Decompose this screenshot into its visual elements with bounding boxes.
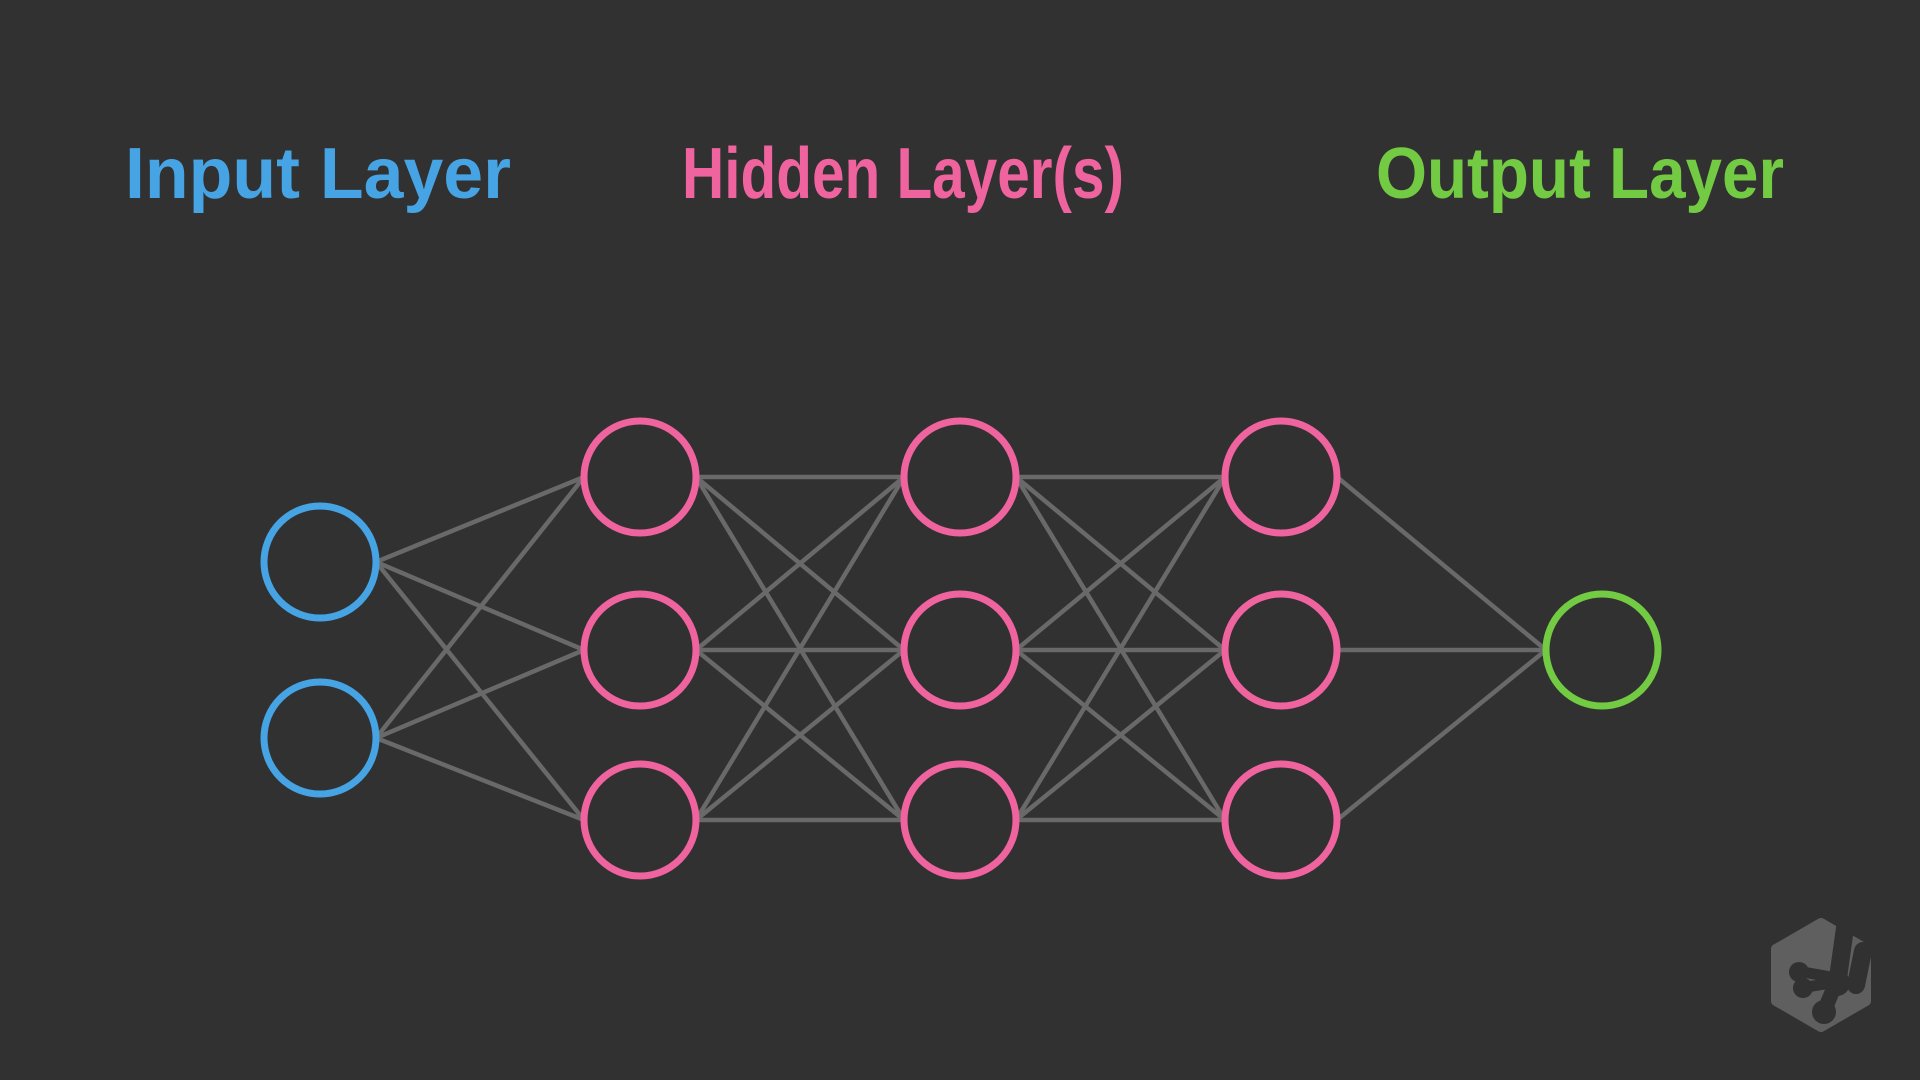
hidden-layer-3-node-2 — [1221, 590, 1341, 710]
edge — [374, 560, 586, 822]
edge — [1335, 648, 1548, 822]
edge — [1014, 648, 1227, 822]
edge — [694, 648, 906, 822]
hidden-layer-2-node-3 — [900, 760, 1020, 880]
edge — [375, 735, 585, 823]
edge — [375, 647, 585, 741]
edge — [1014, 475, 1227, 822]
hidden-layer-2-node-1 — [900, 417, 1020, 537]
output-layer-node-1 — [1542, 590, 1662, 710]
edge — [694, 475, 906, 652]
hidden-layer-3-node-3 — [1221, 760, 1341, 880]
logo-gecko-foot-icon — [1789, 912, 1872, 1024]
hidden-layer-2-node-2 — [900, 590, 1020, 710]
input-layer-node-1 — [260, 502, 380, 622]
edges-layer — [374, 474, 1548, 823]
edge — [1335, 475, 1548, 652]
edge — [375, 474, 585, 565]
edge — [1014, 475, 1227, 652]
input-layer-node-2 — [260, 678, 380, 798]
nodes-layer — [260, 417, 1662, 880]
output-layer-label: Output Layer — [1376, 134, 1784, 214]
edge — [374, 475, 586, 740]
hidden-layer-1-node-1 — [580, 417, 700, 537]
input-layer-label: Input Layer — [125, 134, 511, 214]
hidden-layer-3-node-1 — [1221, 417, 1341, 537]
edge — [694, 475, 906, 822]
hidden-layer-label: Hidden Layer(s) — [682, 134, 1124, 214]
hidden-layer-1-node-2 — [580, 590, 700, 710]
treehouse-logo — [1771, 912, 1872, 1032]
hidden-layer-1-node-3 — [580, 760, 700, 880]
